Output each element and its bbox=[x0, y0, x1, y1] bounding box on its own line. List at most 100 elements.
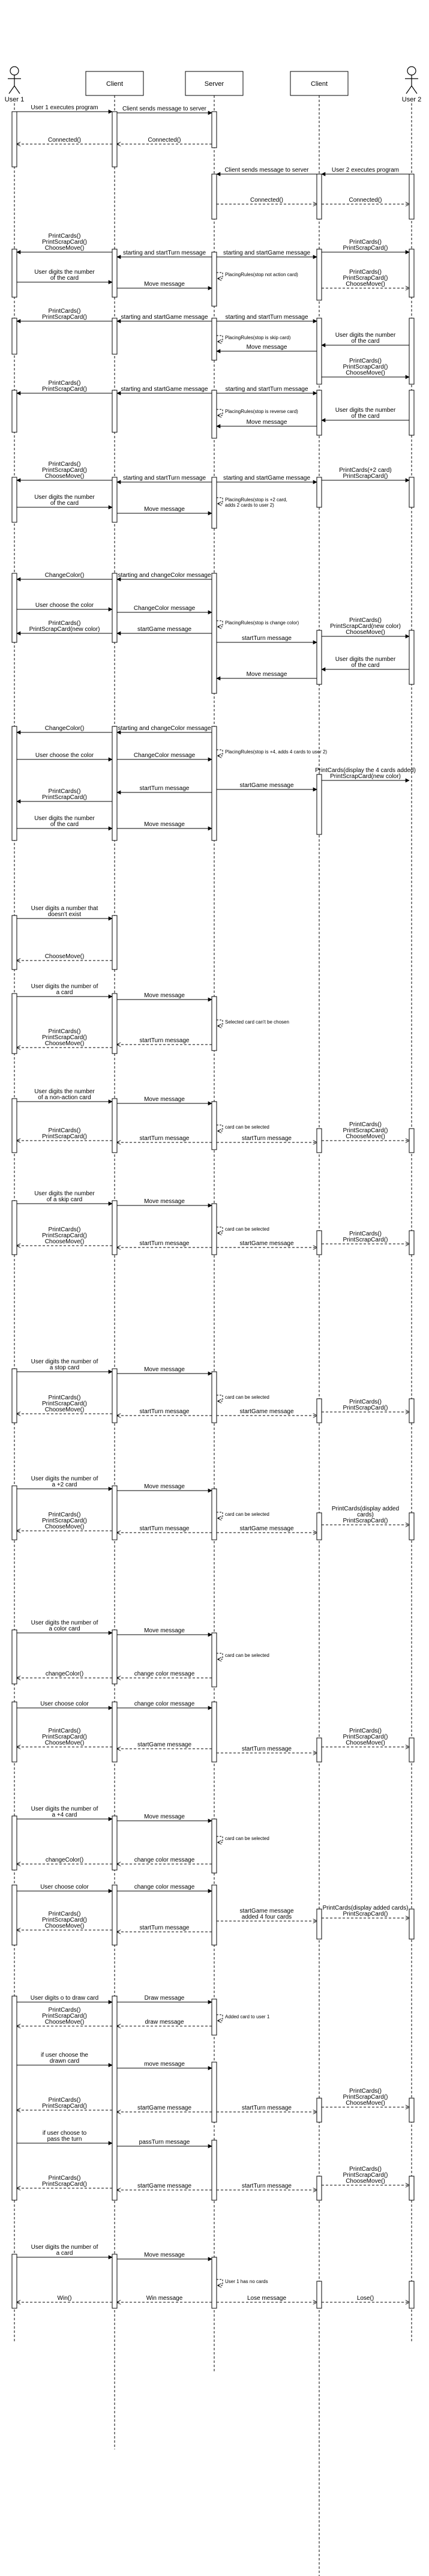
self-call-note: PlacingRules(stop not action card) bbox=[217, 272, 298, 279]
message-label: Move message bbox=[247, 419, 287, 426]
activation-bar bbox=[316, 1230, 322, 1255]
activation-bar bbox=[409, 2281, 415, 2309]
activation-bar bbox=[316, 1512, 322, 1540]
activation-bar bbox=[11, 726, 17, 841]
message-label: Lose message bbox=[247, 2295, 286, 2302]
activation-bar bbox=[409, 249, 415, 298]
message-label: Connected() bbox=[349, 197, 382, 204]
message: PrintCards()PrintScrapCard()ChooseMove() bbox=[322, 1121, 409, 1141]
message: starting and startGame message bbox=[217, 475, 317, 484]
participant-client1: Client bbox=[85, 71, 144, 96]
message-label: starting and startGame message bbox=[223, 475, 311, 481]
activation-bar bbox=[316, 173, 322, 220]
message-label: User choose color bbox=[40, 1884, 89, 1890]
activation-bar bbox=[11, 1368, 17, 1423]
message: startTurn message bbox=[217, 2105, 317, 2112]
message: startGame message bbox=[117, 2183, 212, 2190]
actor-user1: User 1 bbox=[5, 66, 24, 103]
message-label: PrintCards()PrintScrapCard()ChooseMove() bbox=[42, 1395, 87, 1413]
message: startTurn message bbox=[217, 1746, 317, 1753]
self-call-note: Added card to user 1 bbox=[217, 2014, 270, 2021]
self-call-arrow bbox=[217, 2014, 223, 2021]
message-label: starting and startTurn message bbox=[225, 314, 308, 321]
note-label: Selected card can't be chosen bbox=[225, 1019, 289, 1025]
activation-bar bbox=[409, 2098, 415, 2123]
message: Client sends message to server bbox=[216, 167, 317, 176]
message: startTurn message bbox=[217, 635, 317, 645]
message-label: PrintCards(display added cards)PrintScra… bbox=[323, 1905, 409, 1917]
message-label: User choose the color bbox=[35, 752, 94, 759]
activation-bar bbox=[409, 2176, 415, 2201]
message: starting and changeColor message bbox=[116, 572, 212, 582]
participant-label: Server bbox=[205, 80, 224, 88]
message: Win() bbox=[17, 2295, 112, 2302]
activation-bar bbox=[409, 1908, 415, 1940]
message: Move message bbox=[117, 506, 212, 516]
message: PrintCards(+2 card)PrintScrapCard() bbox=[322, 467, 410, 483]
message-label: Draw message bbox=[145, 1995, 185, 2001]
activation-bars bbox=[11, 111, 415, 2309]
activation-bar bbox=[211, 1488, 217, 1540]
activation-bar bbox=[11, 318, 17, 355]
message-label: starting and startTurn message bbox=[225, 386, 308, 393]
activation-bar bbox=[211, 2140, 217, 2201]
activation-bar bbox=[11, 1815, 17, 1871]
message: PrintCards()PrintScrapCard()ChooseMove() bbox=[17, 1512, 112, 1531]
message-label: Client sends message to server bbox=[224, 167, 309, 173]
message: starting and startTurn message bbox=[217, 314, 317, 324]
message-label: change color message bbox=[134, 1857, 195, 1863]
message: startTurn message bbox=[217, 2183, 317, 2190]
message-label: Client sends message to server bbox=[122, 106, 207, 112]
message-label: ChangeColor message bbox=[134, 752, 196, 759]
message: ChangeColor message bbox=[117, 605, 212, 615]
message: startTurn message bbox=[217, 1135, 317, 1142]
activation-bar bbox=[112, 318, 118, 355]
message-label: starting and changeColor message bbox=[118, 572, 211, 579]
message-label: PrintCards()PrintScrapCard(new color)Cho… bbox=[330, 617, 401, 636]
notes: PlacingRules(stop not action card) Placin… bbox=[217, 272, 327, 2285]
note-label: card can be selected bbox=[225, 1653, 269, 1658]
message-label: PrintCards()PrintScrapCard() bbox=[42, 2175, 87, 2188]
message: Lose() bbox=[322, 2295, 409, 2302]
message: PrintCards()PrintScrapCard()ChooseMove() bbox=[16, 461, 112, 483]
activation-bar bbox=[112, 915, 118, 970]
self-call-note: PlacingRules(stop is +4, adds 4 cards to… bbox=[217, 749, 327, 756]
message: startTurn message bbox=[116, 785, 212, 795]
message: Move message bbox=[117, 1627, 212, 1637]
self-call-arrow bbox=[217, 1395, 223, 1401]
self-call-arrow bbox=[217, 497, 223, 504]
message: Draw message bbox=[117, 1995, 212, 2004]
activation-bar bbox=[316, 2098, 322, 2123]
message: change color message bbox=[117, 1701, 212, 1710]
message: PrintCards()PrintScrapCard()ChooseMove() bbox=[322, 358, 410, 379]
message: PrintCards()PrintScrapCard()ChooseMove() bbox=[322, 2088, 409, 2107]
activation-bar bbox=[211, 1632, 217, 1688]
message-label: PrintCards()PrintScrapCard()ChooseMove() bbox=[343, 2088, 388, 2107]
message: starting and changeColor message bbox=[116, 725, 212, 735]
message-label: startGame message bbox=[239, 1525, 293, 1532]
message-label: startGame message bbox=[239, 1408, 293, 1415]
activation-bar bbox=[11, 1485, 17, 1540]
activation-bar bbox=[211, 1998, 217, 2036]
note-label: card can be selected bbox=[225, 1836, 269, 1841]
message-label: PrintCards()PrintScrapCard()ChooseMove() bbox=[343, 2166, 388, 2185]
participant-label: Client bbox=[106, 80, 123, 88]
message: User 2 executes program bbox=[321, 167, 409, 176]
self-call-arrow bbox=[217, 2279, 223, 2285]
message: User choose the color bbox=[17, 602, 113, 612]
message: PrintCards()PrintScrapCard() bbox=[322, 1231, 409, 1244]
message-label: PrintCards()PrintScrapCard()ChooseMove() bbox=[343, 269, 388, 288]
message: Move message bbox=[216, 419, 317, 429]
activation-bar bbox=[211, 252, 217, 307]
message: PrintCards(display added cards)PrintScra… bbox=[322, 1905, 409, 1918]
activation-bar bbox=[112, 1485, 118, 1540]
message: starting and startTurn message bbox=[217, 386, 317, 396]
message-label: PrintCards()PrintScrapCard()ChooseMove() bbox=[42, 1512, 87, 1530]
activation-bar bbox=[211, 1371, 217, 1423]
message: PrintCards()PrintScrapCard()ChooseMove() bbox=[16, 233, 112, 255]
